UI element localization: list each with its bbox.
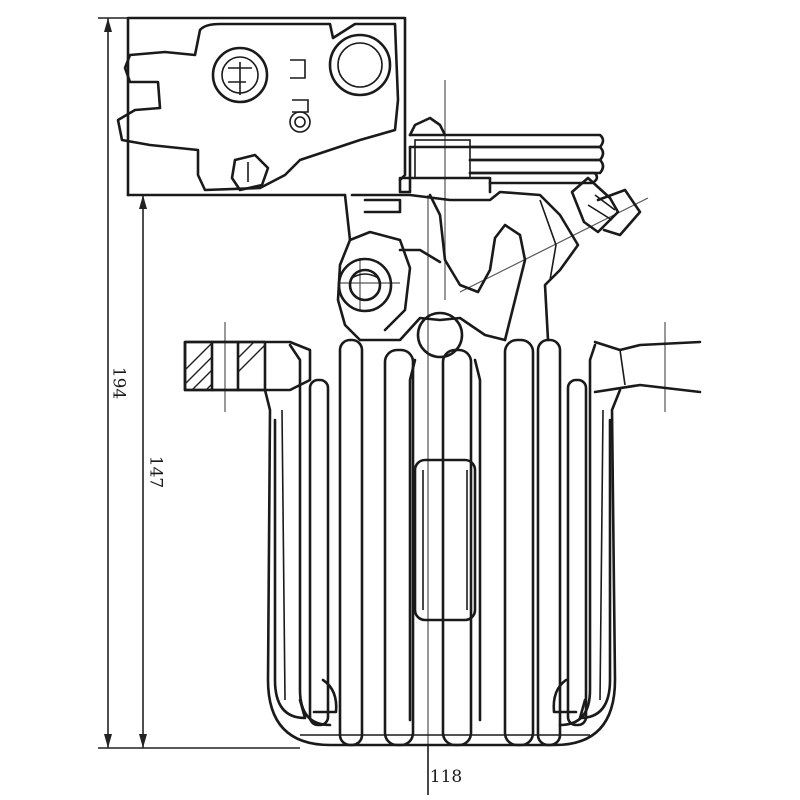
bleed-nipple bbox=[570, 176, 642, 237]
overall-height-label: 194 bbox=[109, 367, 129, 399]
bracket-bolt-hole-large bbox=[211, 46, 269, 104]
bracket bbox=[116, 16, 407, 197]
body-height-label: 147 bbox=[146, 456, 166, 488]
piston-bore-label: 118 bbox=[430, 767, 462, 787]
inspection-window bbox=[413, 458, 477, 622]
dimension-overall-height bbox=[98, 17, 405, 749]
guide-pin-bore bbox=[337, 257, 393, 313]
handbrake-spring bbox=[398, 116, 605, 194]
caliper-housing-upper bbox=[336, 190, 580, 359]
piston-port bbox=[416, 311, 464, 359]
mounting-flange-right bbox=[593, 340, 702, 394]
bracket-bolt-hole-right bbox=[328, 33, 392, 97]
caliper-body bbox=[263, 338, 622, 747]
